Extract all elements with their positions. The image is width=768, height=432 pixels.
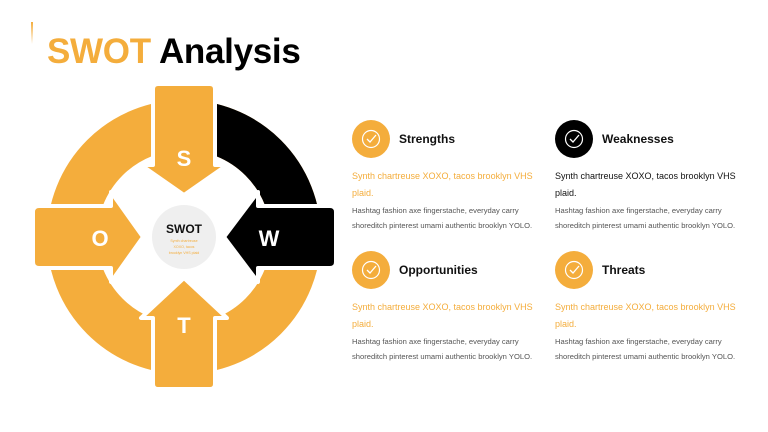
card-title: Strengths xyxy=(399,132,456,146)
card-body: Hashtag fashion axe fingerstache, everyd… xyxy=(555,206,736,230)
title-analysis: Analysis xyxy=(158,32,301,71)
center-text: XOXO, tacos xyxy=(174,245,195,249)
card-subtitle: Synth chartreuse XOXO, tacos brooklyn VH… xyxy=(352,302,533,329)
check-circle-icon xyxy=(555,251,593,289)
arrow-o xyxy=(31,190,145,284)
letter-w: W xyxy=(259,226,280,251)
accent-line xyxy=(31,22,33,44)
letter-o: O xyxy=(91,226,108,251)
card-title: Threats xyxy=(602,263,646,277)
arrow-w xyxy=(222,190,338,284)
card-body: Hashtag fashion axe fingerstache, everyd… xyxy=(352,337,533,361)
center-text: Synth chartreuse xyxy=(170,239,197,243)
card-subtitle: Synth chartreuse XOXO, tacos brooklyn VH… xyxy=(555,302,736,329)
card-subtitle: Synth chartreuse XOXO, tacos brooklyn VH… xyxy=(352,171,533,198)
card-title: Weaknesses xyxy=(602,132,674,146)
letter-t: T xyxy=(177,313,191,338)
page-title: SWOT Analysis xyxy=(47,32,301,72)
letter-s: S xyxy=(177,146,192,171)
card-body: Hashtag fashion axe fingerstache, everyd… xyxy=(555,337,736,361)
check-circle-icon xyxy=(352,251,390,289)
center-circle xyxy=(152,205,216,269)
arrow-t xyxy=(139,276,229,391)
title-swot: SWOT xyxy=(47,32,151,71)
check-circle-icon xyxy=(352,120,390,158)
arrow-s xyxy=(139,82,229,197)
check-circle-icon xyxy=(555,120,593,158)
center-title: SWOT xyxy=(166,222,203,236)
center-text: brooklyn VHS plaid xyxy=(169,251,200,255)
card-body: Hashtag fashion axe fingerstache, everyd… xyxy=(352,206,533,230)
swot-diagram: S W O T SWOT Synth chartreuse XOXO, taco… xyxy=(31,82,338,391)
card-subtitle: Synth chartreuse XOXO, tacos brooklyn VH… xyxy=(555,171,736,198)
card-title: Opportunities xyxy=(399,263,478,277)
